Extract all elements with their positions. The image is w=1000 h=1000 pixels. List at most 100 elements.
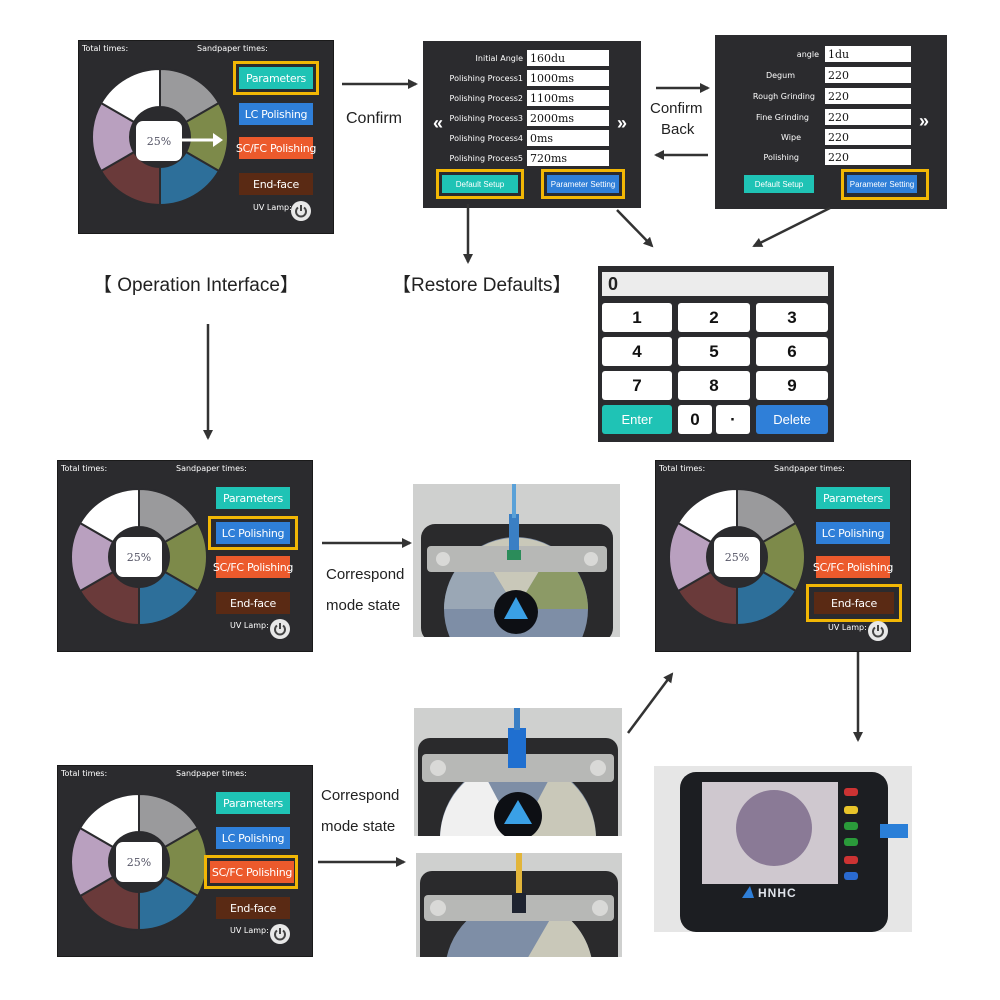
sandpaper-times-label: Sandpaper times:	[176, 769, 247, 778]
sandpaper-times-label: Sandpaper times:	[176, 464, 247, 473]
lc-polishing-button[interactable]: LC Polishing	[216, 827, 290, 849]
lc-polishing-button[interactable]: LC Polishing	[216, 522, 290, 544]
param-value-field[interactable]: 1100ms	[527, 90, 609, 106]
highlight-box	[806, 584, 902, 622]
total-times-label: Total times:	[61, 769, 108, 778]
param-value-field[interactable]: 220	[825, 129, 911, 145]
key-0[interactable]: 0	[678, 405, 712, 434]
param-value-field[interactable]: 1du	[825, 46, 911, 62]
uv-lamp-power-icon[interactable]	[270, 619, 290, 639]
confirm-back-label-line1: Confirm	[650, 100, 703, 117]
key-1[interactable]: 1	[602, 303, 672, 332]
lc-polishing-button[interactable]: LC Polishing	[239, 103, 313, 125]
uv-lamp-power-icon[interactable]	[270, 924, 290, 944]
key-dot[interactable]: ·	[716, 405, 750, 434]
wheel-segment	[78, 793, 140, 849]
param-row: Polishing Process3 2000ms	[423, 110, 609, 126]
param-label: Fine Grinding	[755, 112, 809, 122]
arrow-to-endface	[626, 672, 674, 734]
uv-lamp-label: UV Lamp:	[253, 203, 292, 212]
end-face-button[interactable]: End-face	[216, 897, 290, 919]
scfc-polishing-button[interactable]: SC/FC Polishing	[213, 556, 293, 578]
uv-lamp-power-icon[interactable]	[868, 621, 888, 641]
mode-state-label: mode state	[321, 818, 396, 835]
prev-page-icon[interactable]: «	[433, 113, 444, 133]
wheel-segment	[99, 150, 161, 206]
uv-lamp-label: UV Lamp:	[828, 623, 867, 632]
key-5[interactable]: 5	[678, 337, 750, 366]
confirm-label: Confirm	[346, 110, 403, 127]
uv-lamp-label: UV Lamp:	[230, 926, 269, 935]
wheel-segment	[159, 150, 221, 206]
end-face-button[interactable]: End-face	[814, 592, 894, 614]
key-7[interactable]: 7	[602, 371, 672, 400]
default-setup-button[interactable]: Default Setup	[442, 175, 518, 193]
key-6[interactable]: 6	[756, 337, 828, 366]
param-value-field[interactable]: 720ms	[527, 150, 609, 166]
key-4[interactable]: 4	[602, 337, 672, 366]
param-value-field[interactable]: 1000ms	[527, 70, 609, 86]
enter-key[interactable]: Enter	[602, 405, 672, 434]
param-value-field[interactable]: 220	[825, 88, 911, 104]
param-value-field[interactable]: 2000ms	[527, 110, 609, 126]
param-value-field[interactable]: 160du	[527, 50, 609, 66]
operation-screen-main: Total times: Sandpaper times: 25% Parame…	[78, 40, 334, 234]
end-face-button[interactable]: End-face	[239, 173, 313, 195]
end-face-button[interactable]: End-face	[216, 592, 290, 614]
scfc-polishing-button[interactable]: SC/FC Polishing	[236, 137, 316, 159]
fc-polishing-photo	[416, 853, 622, 957]
key-9[interactable]: 9	[756, 371, 828, 400]
wheel-segment	[138, 570, 200, 626]
delete-key[interactable]: Delete	[756, 405, 828, 434]
highlight-box	[436, 169, 524, 199]
param-row: Degum 220	[715, 67, 911, 83]
parameters-button[interactable]: Parameters	[216, 487, 290, 509]
uv-lamp-power-icon[interactable]	[291, 201, 311, 221]
param-value-field[interactable]: 220	[825, 67, 911, 83]
param-value-field[interactable]: 220	[825, 149, 911, 165]
param-value-field[interactable]: 220	[825, 109, 911, 125]
param-value-field[interactable]: 0ms	[527, 130, 609, 146]
correspond-label: Correspond	[321, 787, 400, 804]
next-page-icon[interactable]: »	[617, 113, 628, 133]
sc-polishing-photo	[414, 708, 622, 836]
progress-display: 25%	[136, 121, 182, 161]
total-times-label: Total times:	[61, 464, 108, 473]
wheel-segment	[159, 68, 221, 124]
param-label: Polishing Process3	[449, 113, 523, 123]
key-2[interactable]: 2	[678, 303, 750, 332]
key-3[interactable]: 3	[756, 303, 828, 332]
wheel-segment	[99, 68, 161, 124]
parameter-setting-button[interactable]: Parameter Setting	[547, 175, 619, 193]
operation-screen-lc: Total times: Sandpaper times: 25% Parame…	[57, 460, 313, 652]
highlight-box	[233, 61, 319, 95]
parameters-button[interactable]: Parameters	[816, 487, 890, 509]
arrow-param-setting-2	[752, 206, 831, 248]
restore-defaults-caption: 【Restore Defaults】	[392, 275, 572, 296]
operation-screen-endface: Total times: Sandpaper times: 25% Parame…	[655, 460, 911, 652]
sandpaper-wheel	[70, 488, 208, 626]
param-label: Polishing Process5	[449, 153, 523, 163]
lc-polishing-photo	[413, 484, 620, 637]
parameters-button[interactable]: Parameters	[216, 792, 290, 814]
wheel-segment	[70, 521, 115, 593]
default-setup-button[interactable]: Default Setup	[744, 175, 814, 193]
total-times-label: Total times:	[659, 464, 706, 473]
scfc-polishing-button[interactable]: SC/FC Polishing	[210, 861, 294, 883]
key-8[interactable]: 8	[678, 371, 750, 400]
parameters-button[interactable]: Parameters	[239, 67, 313, 89]
parameter-setting-button[interactable]: Parameter Setting	[847, 175, 917, 193]
param-row: Polishing Process5 720ms	[423, 150, 609, 166]
param-label: Polishing Process4	[449, 133, 523, 143]
next-page-icon[interactable]: »	[919, 111, 930, 131]
correspond-label: Correspond	[326, 566, 405, 583]
scfc-polishing-button[interactable]: SC/FC Polishing	[813, 556, 893, 578]
highlight-box	[541, 169, 625, 199]
progress-display: 25%	[116, 842, 162, 882]
lc-polishing-button[interactable]: LC Polishing	[816, 522, 890, 544]
param-label: Degum	[765, 70, 795, 80]
